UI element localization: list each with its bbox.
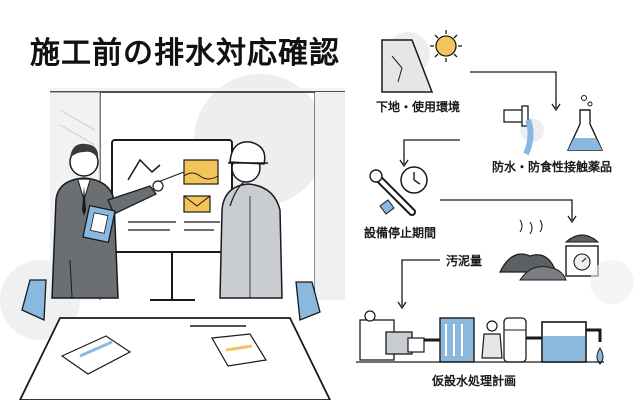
flow-arrow-3 [440,199,573,220]
step-label-chemical: 防水・防食性接触薬品 [492,160,613,174]
sun-ground-icon [381,30,462,93]
flow-arrow-1 [470,71,557,108]
water-treatment-plant-icon [356,310,604,365]
sludge-scale-icon [499,219,634,304]
chemical-flask-icon [503,95,604,156]
step-label-temp-plan: 仮設水処理計画 [432,374,517,388]
step-label-sludge: 汚泥量 [446,254,483,268]
whiteboard [111,139,233,301]
wrench-clock-icon [369,166,428,216]
step-label-ground: 下地・使用環境 [376,100,461,114]
flow-arrow-4 [401,259,440,306]
page-title: 施工前の排水対応確認 [30,36,340,71]
worker-figure [219,141,283,299]
step-label-downtime: 設備停止期間 [364,226,437,240]
flow-arrow-2 [403,139,460,164]
businessman-figure [51,143,164,299]
meeting-table [18,279,332,400]
